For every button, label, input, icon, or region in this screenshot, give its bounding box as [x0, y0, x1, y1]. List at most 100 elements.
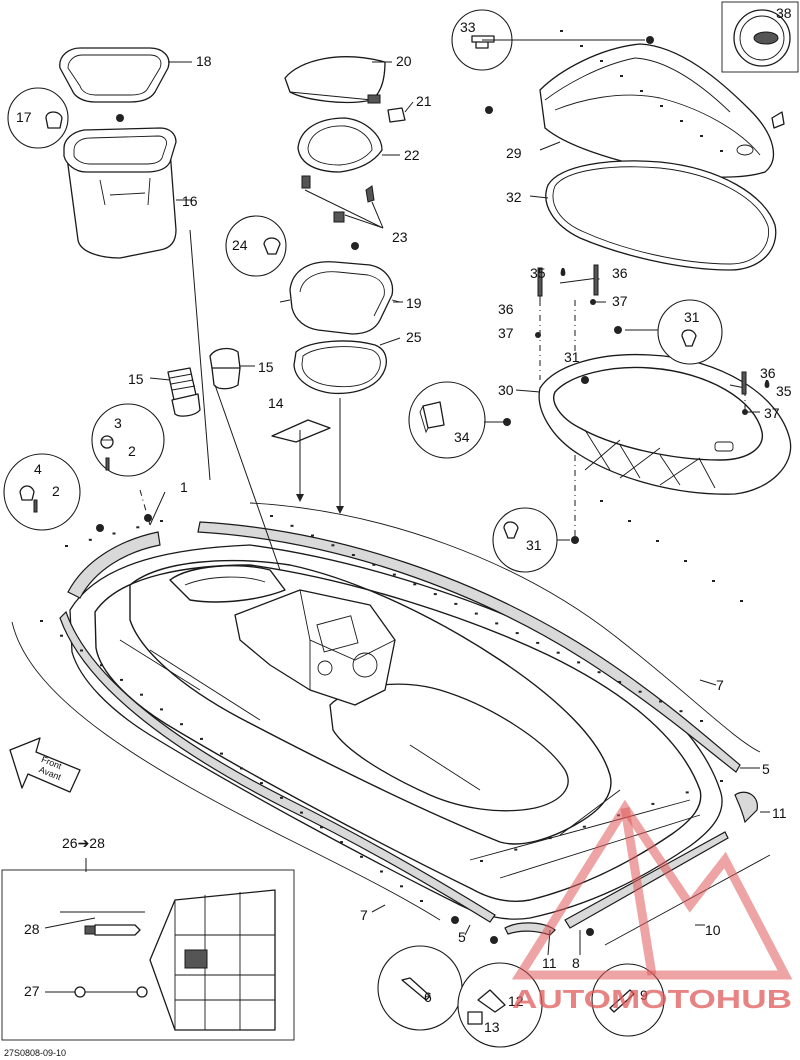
fastener-dot [685, 791, 689, 794]
fastener-dot [618, 681, 622, 683]
part-number-31: 31 [564, 349, 580, 365]
part-number-31: 31 [684, 309, 700, 325]
fastener-dot [515, 632, 519, 635]
rear-bumper-right [734, 791, 758, 824]
trim-right [197, 521, 741, 773]
part-number-12: 12 [508, 993, 524, 1009]
fastener-dot [400, 885, 403, 888]
gasket-32 [545, 160, 777, 271]
gasket-25 [293, 340, 387, 395]
leader-lines [44, 39, 770, 993]
fasteners [33, 36, 770, 944]
fastener-dot [679, 710, 683, 713]
part-number-35: 35 [530, 265, 546, 281]
bin-gasket-18 [59, 47, 170, 103]
fastener-dot [651, 802, 655, 805]
plate-14 [271, 419, 331, 443]
part-number-11: 11 [772, 805, 787, 821]
fastener-dot [351, 554, 355, 556]
part-number-35: 35 [776, 383, 792, 399]
fastener-dot [360, 855, 363, 858]
part-number-8: 8 [572, 955, 580, 971]
fastener-dot [112, 532, 116, 535]
fastener-dot [240, 767, 243, 770]
fastener-dot [372, 563, 376, 566]
detail-callouts [3, 9, 723, 1048]
fastener-dot [290, 524, 294, 527]
fastener-dot [100, 664, 103, 667]
part-number-3: 3 [114, 415, 122, 431]
trim-left [59, 610, 496, 923]
callout-34 [408, 381, 486, 459]
part-number-17: 17 [16, 109, 32, 125]
fastener-dot [40, 620, 43, 622]
latch-21 [387, 107, 406, 123]
fastener-dot [180, 723, 183, 726]
fastener-dot [656, 540, 659, 542]
part-number-25: 25 [406, 329, 422, 345]
callout-2-3 [91, 403, 165, 477]
fastener-dot [536, 641, 540, 644]
part-number-23: 23 [392, 229, 408, 245]
fastener-dot [280, 796, 283, 799]
part-number-15: 15 [128, 371, 144, 387]
clip-23a [301, 175, 311, 189]
part-number-10: 10 [705, 922, 721, 938]
clip-23b [333, 211, 345, 223]
fastener-dot [270, 515, 273, 517]
part-number-22: 22 [404, 147, 420, 163]
part-number-labels: 1 2 2 3 4 5 5 6 7 7 8 9 10 11 11 12 13 1… [16, 5, 792, 1035]
part-number-38: 38 [776, 5, 792, 21]
fastener-dot [628, 520, 631, 522]
fastener-dot [640, 90, 643, 92]
fastener-dot [80, 649, 83, 652]
fastener-dot [720, 780, 723, 782]
part-number-6: 6 [424, 989, 432, 1005]
fastener-dot [659, 700, 662, 703]
part-number-4: 4 [34, 461, 42, 477]
part-number-36: 36 [498, 301, 514, 317]
part-number-18: 18 [196, 53, 212, 69]
part-number-15: 15 [258, 359, 274, 375]
fastener-dot [120, 678, 123, 681]
callout-2-4 [3, 453, 81, 531]
part-number-24: 24 [232, 237, 248, 253]
fastener-dot [700, 720, 703, 722]
fastener-dot [65, 545, 68, 547]
part-number-7: 7 [360, 907, 368, 923]
fastener-dot [600, 500, 603, 502]
fastener-dot [700, 135, 703, 137]
fastener-dot [220, 752, 223, 755]
tool-kit-box: 26➔28 [1, 835, 295, 1041]
fastener-dot [320, 826, 323, 829]
callout-24 [225, 215, 287, 277]
storage-bin-group [59, 47, 177, 259]
fastener-dot [160, 708, 163, 711]
watermark-logo: AUTOMOTOHUB [511, 799, 793, 1014]
watermark-text: AUTOMOTOHUB [512, 984, 792, 1014]
part-number-32: 32 [506, 189, 522, 205]
part-number-36: 36 [612, 265, 628, 281]
part-number-28: 28 [24, 921, 40, 937]
fastener-dot [340, 841, 343, 844]
fastener-dot [600, 60, 603, 62]
fastener-dot [480, 860, 483, 862]
part-number-33: 33 [460, 19, 476, 35]
part-number-5: 5 [762, 761, 770, 777]
fastener-dot [577, 661, 581, 664]
fastener-dot [260, 782, 263, 785]
front-direction-arrow: Front Avant [9, 737, 81, 793]
fastener-dot [420, 900, 423, 902]
fastener-dot [548, 837, 552, 840]
storage-bin-16 [65, 149, 177, 259]
part-number-2: 2 [128, 443, 136, 459]
fastener-dot [331, 544, 335, 547]
part-number-5: 5 [458, 929, 466, 945]
part-number-9: 9 [640, 987, 648, 1003]
part-number-19: 19 [406, 295, 422, 311]
callout-31-bottom [492, 507, 558, 573]
part-number-7: 7 [716, 677, 724, 693]
fastener-dot [60, 634, 63, 637]
vent-15-right [209, 347, 241, 390]
fastener-dot [514, 848, 518, 851]
